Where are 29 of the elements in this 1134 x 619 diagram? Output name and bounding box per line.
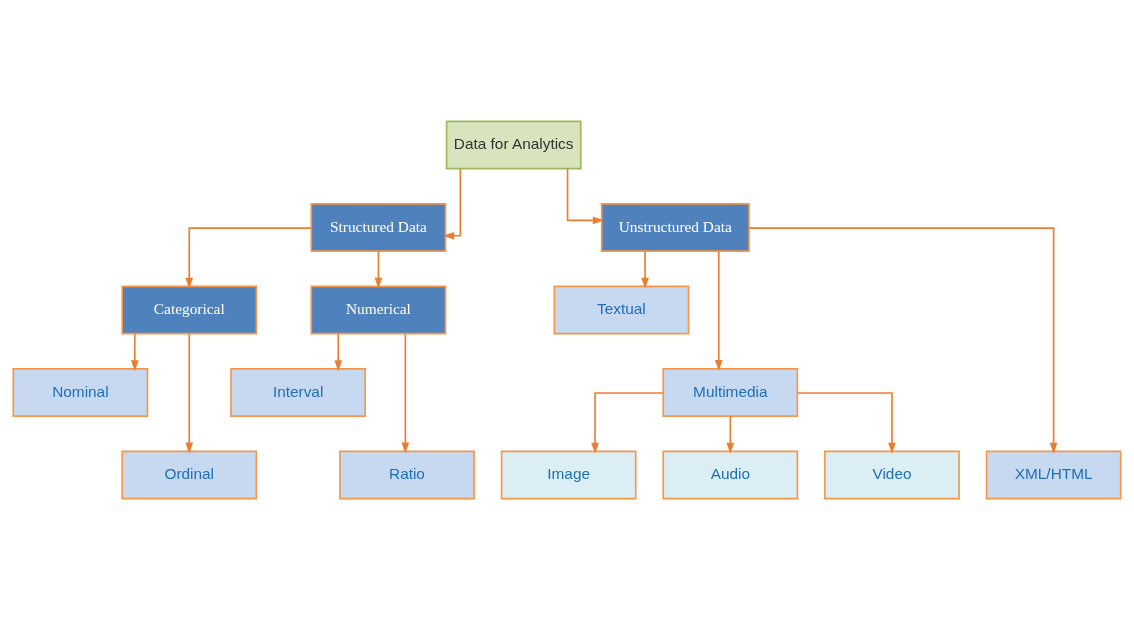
- node-box: Multimedia: [662, 367, 799, 417]
- arrow: [185, 226, 312, 289]
- arrow: [130, 332, 139, 371]
- arrow: [185, 332, 194, 453]
- node-box: Data for Analytics: [445, 120, 582, 169]
- arrow: [748, 226, 1058, 454]
- node-box: Audio: [662, 450, 799, 499]
- node-box: XML/HTML: [985, 450, 1122, 499]
- node-box: Interval: [230, 367, 367, 417]
- arrow: [401, 332, 410, 453]
- arrow: [714, 250, 723, 371]
- arrow: [443, 167, 462, 240]
- node-box: Ratio: [339, 450, 475, 499]
- arrow: [334, 332, 343, 371]
- node-box: Ordinal: [121, 450, 258, 499]
- arrow: [566, 167, 604, 224]
- node-box: Categorical: [121, 285, 258, 334]
- node-box: Unstructured Data: [600, 202, 750, 252]
- node-box: Textual: [553, 285, 690, 334]
- node-box: Numerical: [310, 285, 447, 334]
- arrow: [641, 250, 649, 289]
- node-box: Nominal: [12, 367, 149, 417]
- node-box: Image: [500, 450, 637, 499]
- node-box: Video: [824, 450, 960, 499]
- arrow: [591, 391, 664, 454]
- arrow: [726, 415, 735, 454]
- node-box: Structured Data: [310, 202, 447, 252]
- arrow: [374, 250, 383, 289]
- arrow: [796, 391, 896, 454]
